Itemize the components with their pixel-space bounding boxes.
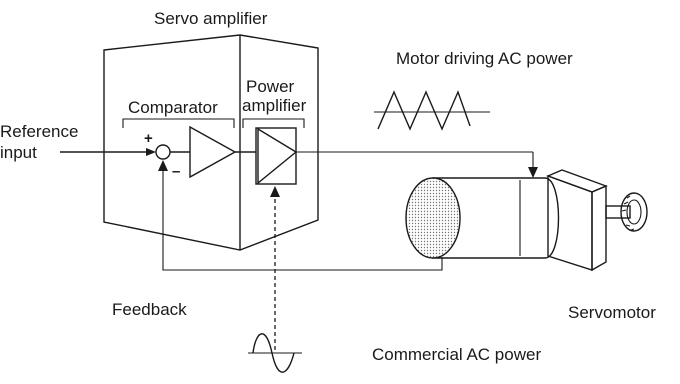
feedback-label: Feedback xyxy=(112,300,187,319)
servomotor xyxy=(405,169,648,272)
servo-amplifier-box xyxy=(103,34,319,251)
reference-input-label-2: input xyxy=(0,143,37,162)
reference-input-arrow xyxy=(60,148,156,156)
power-amplifier-bracket xyxy=(242,118,305,128)
comparator-triangle xyxy=(189,125,237,179)
feedback-line xyxy=(158,160,443,271)
servo-amplifier-label: Servo amplifier xyxy=(154,9,268,28)
summing-junction xyxy=(155,144,171,160)
motor-ac-waveform xyxy=(374,90,490,131)
minus-sign: – xyxy=(172,163,180,180)
comparator-label: Comparator xyxy=(128,98,218,117)
power-amplifier-label-2: amplifier xyxy=(242,96,307,115)
motor-front-face xyxy=(405,177,461,259)
plus-sign: + xyxy=(144,130,153,147)
power-amplifier-label-1: Power xyxy=(246,77,295,96)
motor-driving-ac-power-label: Motor driving AC power xyxy=(396,49,573,68)
servomotor-label: Servomotor xyxy=(568,303,656,322)
commercial-ac-waveform xyxy=(248,333,302,373)
commercial-power-line xyxy=(270,186,280,350)
commercial-ac-power-label: Commercial AC power xyxy=(372,345,541,364)
comparator-bracket xyxy=(122,118,235,128)
reference-input-label-1: Reference xyxy=(0,122,78,141)
motor-power-line xyxy=(296,151,538,178)
power-amplifier-block xyxy=(255,127,298,185)
